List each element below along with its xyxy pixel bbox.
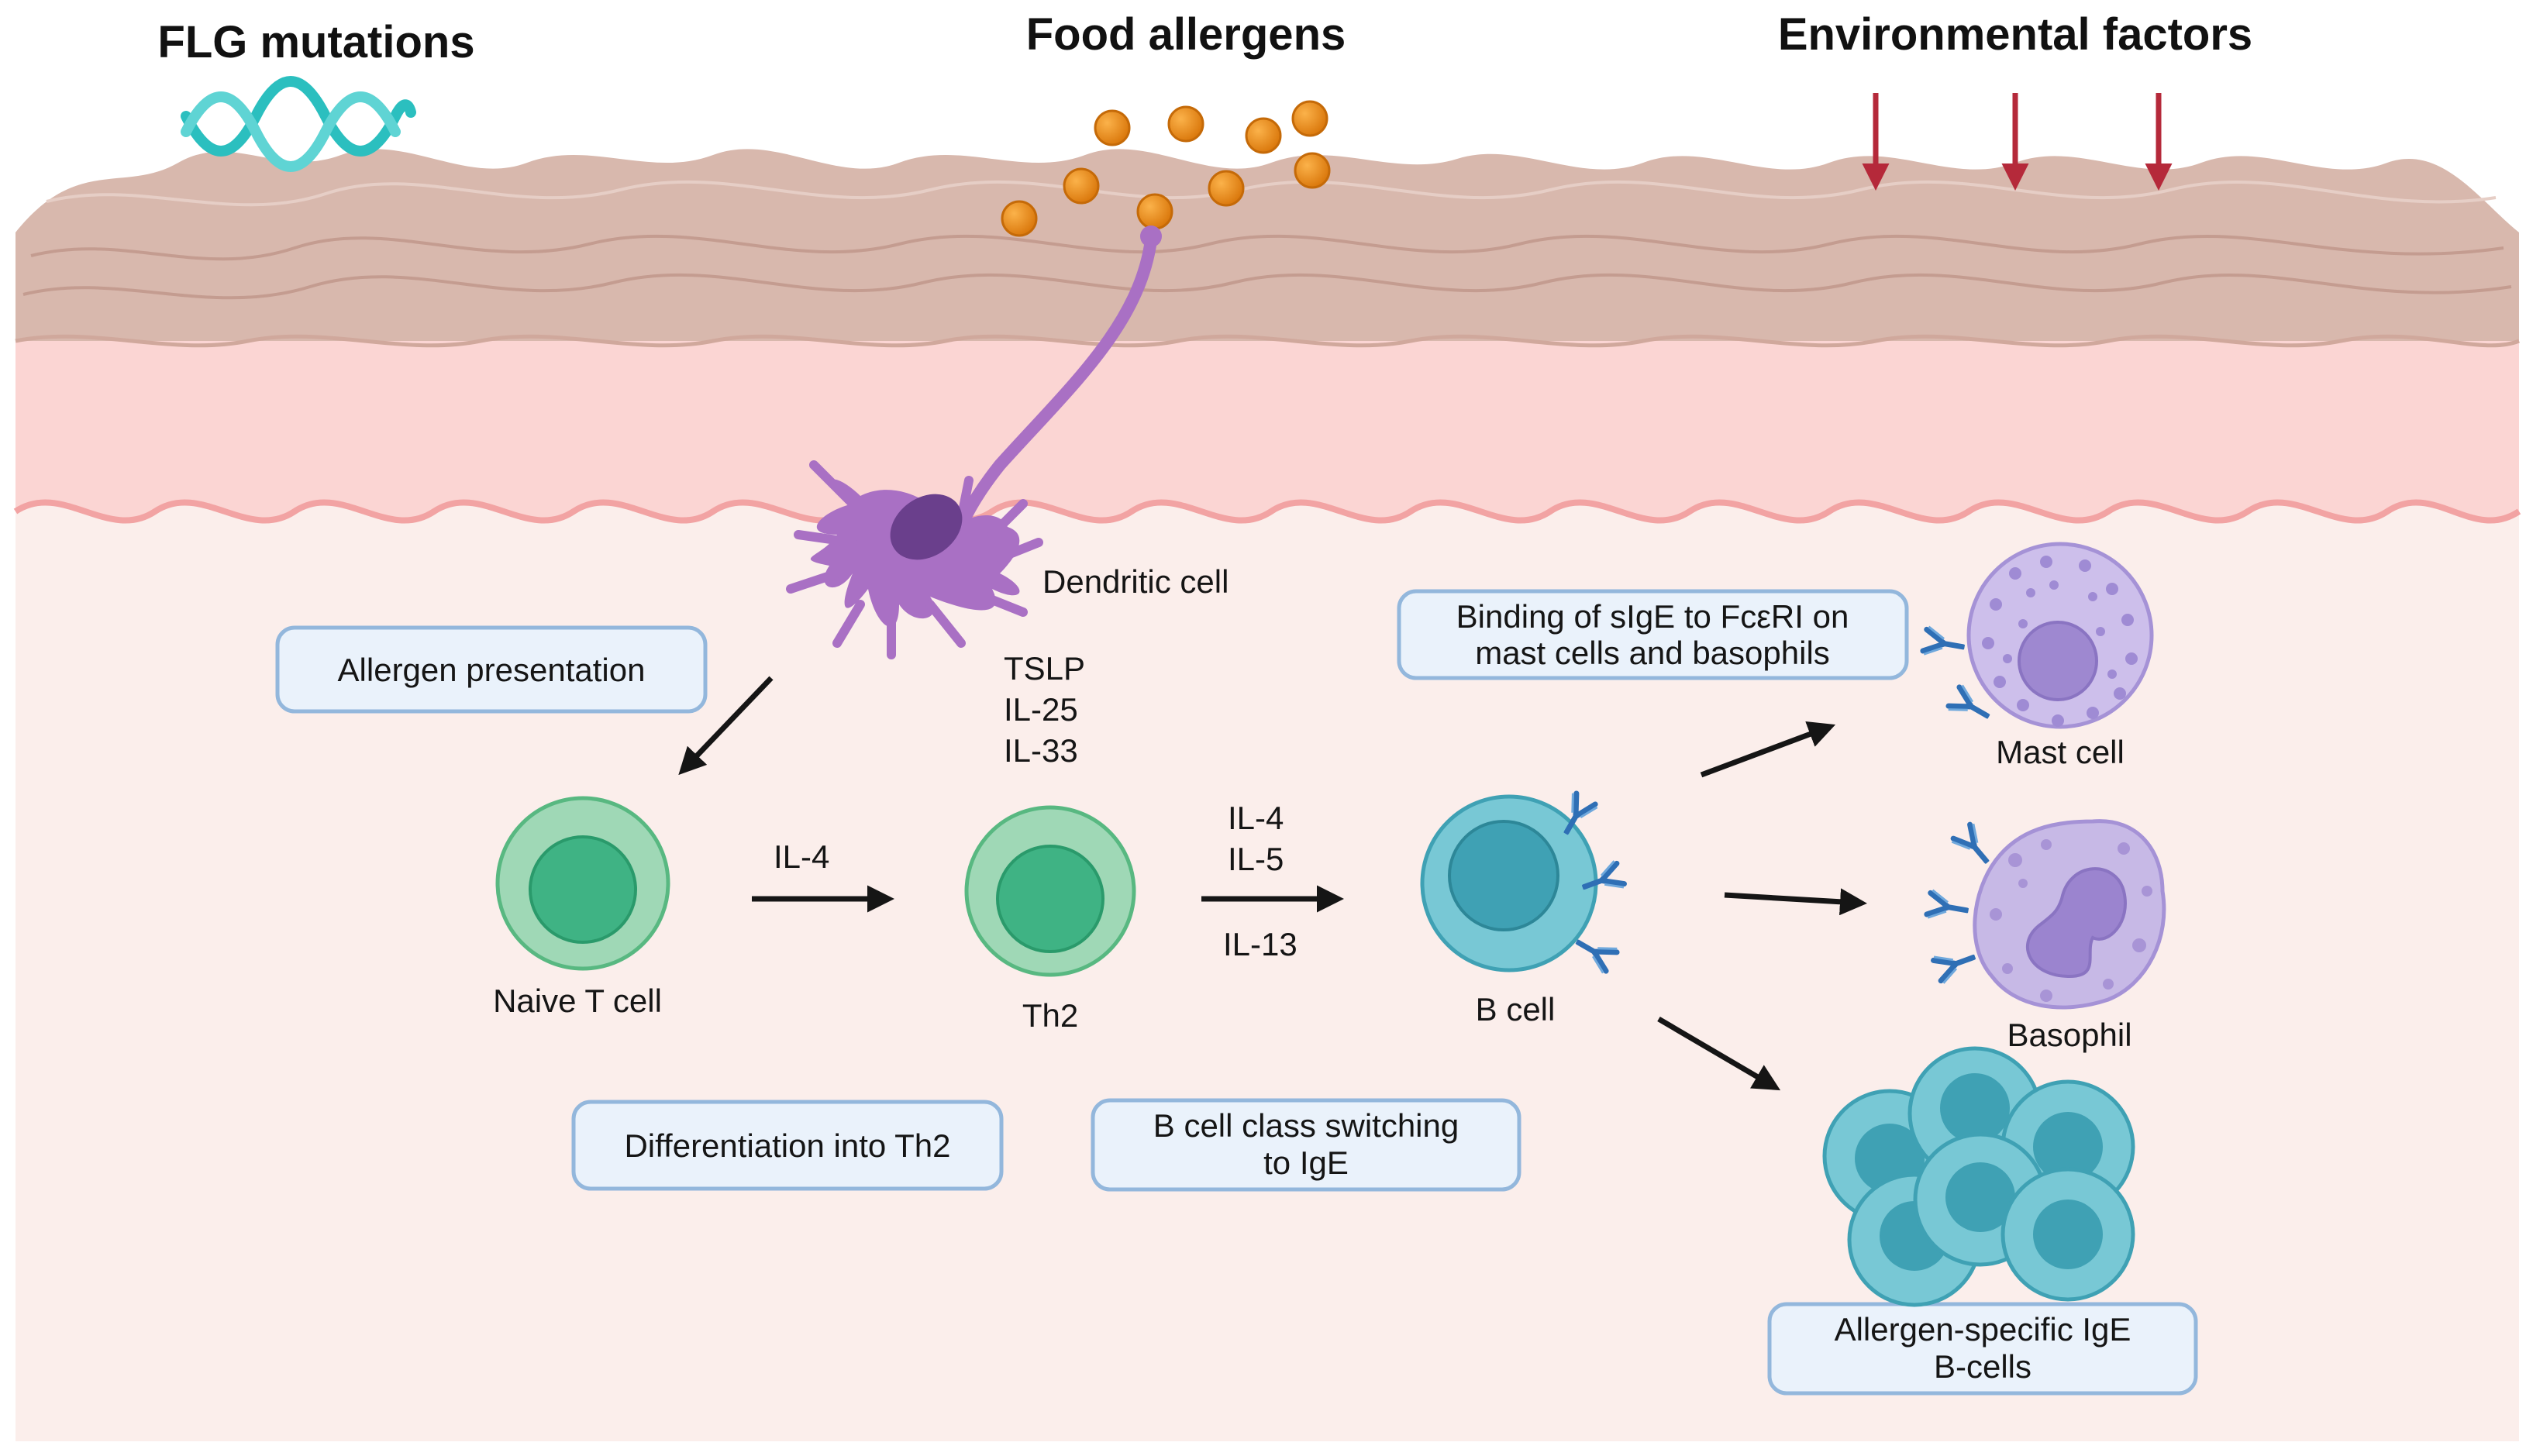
dna-helix-icon [181,76,416,172]
allergen-particle [1294,152,1331,189]
dendritic-nucleus [890,494,963,560]
box-binding-line2: mast cells and basophils [1475,635,1830,671]
box-allergen-presentation-text: Allergen presentation [338,652,646,688]
mast-cell-label: Mast cell [1996,734,2125,770]
box-differentiation-text: Differentiation into Th2 [624,1127,950,1164]
th2-cytokines: IL-4 IL-5 IL-13 [1223,800,1297,962]
arrow-b-to-basophil [1724,888,1867,916]
dendritic-cell: Dendritic cell [786,225,1229,659]
cytokine-il25: IL-25 [1004,691,1078,728]
stratum-texture-2 [22,273,2512,300]
environmental-arrows [1862,93,2173,191]
box-binding-line1: Binding of sIgE to FcεRI on [1456,598,1849,635]
dermis-border [13,499,2521,524]
allergen-particle [1208,170,1245,207]
box-class-switching: B cell class switching to IgE [1091,1098,1521,1192]
dendritic-cytokines: TSLP IL-25 IL-33 [1004,650,1085,769]
cytokine-il4: IL-4 [774,838,829,875]
th2-cell-label: Th2 [1022,997,1078,1034]
headings: FLG mutations Food allergens Environment… [157,9,2252,67]
dermis-layer [16,294,2519,521]
box-binding: Binding of sIgE to FcεRI on mast cells a… [1397,589,1909,680]
arrow-dendritic-to-naive [678,676,774,776]
mast-cell: Mast cell [1922,542,2154,770]
cytokine-il33: IL-33 [1004,732,1078,769]
heading-flg-mutations: FLG mutations [157,17,474,67]
arrow-b-to-mast [1700,721,1836,778]
b-cell: B cell [1420,792,1625,1027]
allergen-particle [1001,200,1038,237]
cytokine-tslp: TSLP [1004,650,1085,687]
box-class-switching-line1: B cell class switching [1153,1107,1459,1144]
heading-food-allergens: Food allergens [1026,9,1346,60]
allergen-particle [1245,117,1282,154]
naive-t-cell-label: Naive T cell [493,983,662,1019]
arrow-b-to-cluster [1657,1016,1781,1091]
food-allergen-particles [1001,100,1331,237]
cluster-b-cell [2000,1167,2135,1302]
allergen-particle [1291,100,1328,137]
box-allergen-specific-line1: Allergen-specific IgE [1835,1311,2131,1348]
allergen-particle [1167,105,1204,143]
box-allergen-specific: Allergen-specific IgE B-cells [1767,1302,2198,1396]
naive-t-cell: Naive T cell [493,796,670,1019]
box-class-switching-line2: to IgE [1263,1144,1349,1181]
tissue-layers [13,149,2521,1441]
b-cell-label: B cell [1476,991,1556,1027]
cytokine-il13: IL-13 [1223,926,1297,962]
basophil: Basophil [1926,819,2166,1053]
box-differentiation: Differentiation into Th2 [571,1100,1004,1191]
basophil-label: Basophil [2007,1017,2131,1053]
allergen-particle [1063,167,1100,205]
stratum-texture-1 [30,234,2504,261]
box-allergen-specific-line2: B-cells [1934,1348,2031,1385]
allergen-particle [1094,109,1131,146]
epidermis-lower-edge [15,334,2520,348]
heading-environmental-factors: Environmental factors [1778,9,2252,60]
dendritic-cell-label: Dendritic cell [1042,563,1229,600]
b-cell-cluster [1822,1046,2135,1307]
stratum-corneum [16,149,2519,341]
cytokine-il5: IL-5 [1228,841,1284,877]
allergen-particle [1136,193,1173,230]
box-allergen-presentation: Allergen presentation [275,625,708,714]
flow-arrows [678,676,1867,1091]
th2-cell: Th2 [964,805,1136,1034]
cytokine-il4-b: IL-4 [1228,800,1284,836]
